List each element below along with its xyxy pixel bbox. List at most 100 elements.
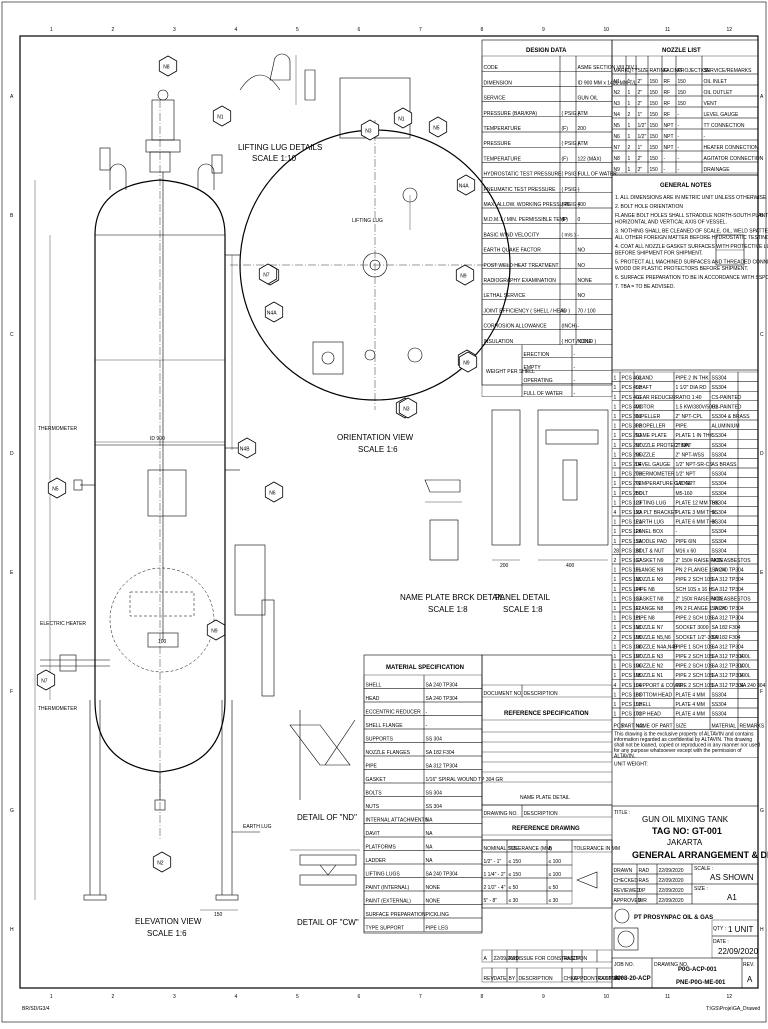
qty-value: 1 UNIT	[728, 925, 753, 934]
revision-cell: RAS	[564, 956, 575, 962]
parts-list-cell: SS304	[712, 433, 727, 439]
nozzle-tag-label: N5	[433, 126, 440, 132]
parts-list-cell: PIPE N8	[636, 616, 655, 622]
parts-list-cell: SADDLE PAD	[636, 539, 668, 545]
company-logo	[614, 908, 630, 924]
weld-table-header: NOMINAL SIZE	[484, 846, 520, 852]
nozzle-list-cell: 2"	[638, 79, 643, 85]
detail-nd-title: DETAIL OF "ND"	[297, 813, 357, 822]
ref-spec-col: DOCUMENT NO.	[484, 691, 523, 697]
nozzle-list-cell: VENT	[704, 101, 717, 107]
parts-list-cell: SS304	[712, 491, 727, 497]
parts-list-cell: -	[676, 529, 678, 535]
parts-list-cell: SS304	[712, 712, 727, 718]
parts-list-cell: SA 240 TP304	[712, 606, 744, 612]
parts-list-cell: 2" 150# RAISE FACE	[676, 596, 725, 602]
nozzle-list-cell: 150	[678, 79, 687, 85]
parts-list-cell: PCS 302	[622, 424, 642, 430]
row-label-right: A	[760, 94, 764, 100]
material-spec-value: PICKLING	[426, 912, 449, 918]
parts-list-cell: TOP HEAD	[636, 712, 662, 718]
approval-date: 22/09/2020	[659, 888, 684, 894]
general-note: FLANGE BOLT HOLES SHALL STRADDLE NORTH-S…	[615, 213, 768, 219]
weld-table-cell: ≤ 100	[549, 859, 562, 865]
design-data-label: DIMENSION	[484, 80, 513, 86]
name-plate-title: NAME PLATE BRCK DETAIL	[400, 593, 505, 602]
nozzle-list-cell: HEATER CONNECTION	[704, 145, 759, 151]
parts-list-cell: SCH 10S x 16 H	[676, 587, 713, 593]
design-data-unit: (F)	[562, 156, 569, 162]
general-note: HORIZONTAL AND VERTICAL AXIS OF VESSEL.	[615, 220, 727, 226]
drawing-no-1: P0G-ACP-001	[678, 967, 717, 973]
parts-list-cell: PCS 201	[622, 433, 642, 439]
parts-list-cell: PCS 113	[622, 596, 642, 602]
nozzle-tag-label: N4A	[459, 184, 469, 190]
nozzle-list-cell: N4	[614, 112, 621, 118]
material-spec-label: LADDER	[366, 858, 387, 864]
parts-list-cell: PCS 101	[622, 712, 642, 718]
parts-list-header: MATERIAL	[712, 724, 737, 730]
design-data-label: CORROSION ALLOWANCE	[484, 324, 548, 330]
orientation-view: LIFTING LUG ORIENTATION VIEW SCALE 1:6	[230, 77, 520, 454]
nozzle-list-header: SERVICE/REMARKS	[704, 68, 753, 74]
approval-role: CHECKED	[614, 878, 639, 884]
nozzle-tag-label: N2	[157, 861, 164, 867]
parts-list-cell: BOLT & NUT	[636, 548, 665, 554]
parts-list-cell: PCS 207	[622, 443, 642, 449]
nozzle-tag-label: N3	[365, 129, 372, 135]
bottom-head	[94, 699, 226, 773]
nozzle-list-cell: 150	[650, 123, 659, 129]
nozzle-list-header: MARK	[614, 68, 629, 74]
parts-list-cell: PCS 116	[622, 568, 642, 574]
parts-list-cell: SS304	[712, 452, 727, 458]
parts-list-cell: SS304	[712, 376, 727, 382]
weld-table-cell: ≤ 30	[509, 898, 519, 904]
parts-list-cell: SA 312 TP304	[712, 616, 744, 622]
row-label-left: H	[10, 927, 14, 933]
parts-list-cell: SS304	[712, 481, 727, 487]
revision-cell: ISSUE FOR CONSTRUCTION	[519, 956, 588, 962]
disclaimer: information regarded as confidential by …	[614, 737, 752, 743]
nozzle-tag-label: N9	[463, 361, 470, 367]
design-data-label: JOINT EFFICIENCY ( SHELL / HEAD )	[484, 308, 571, 314]
parts-list-cell: SA 312 TP304	[712, 654, 744, 660]
ref-drawing-title: REFERENCE DRAWING	[512, 826, 580, 832]
general-note: 7. TBA = TO BE ADVISED.	[615, 284, 675, 290]
row-label-left: G	[10, 808, 14, 814]
nozzle-tag	[36, 669, 56, 691]
parts-list-cell: PCS 121	[622, 520, 642, 526]
material-spec-label: SUPPORTS	[366, 737, 394, 743]
design-data-unit: ( PSIG )	[562, 202, 580, 208]
nozzle-tag-label: N1	[398, 117, 405, 123]
ref-drawing-item: NAME PLATE DETAIL	[520, 795, 570, 801]
col-label-bottom: 11	[665, 994, 670, 1000]
nozzle-list-cell: RF	[664, 101, 671, 107]
parts-list-cell: PN 2 FLANGE 1 INCH	[676, 606, 727, 612]
parts-list-cell: EARTH LUG	[636, 520, 665, 526]
parts-list-cell: 1	[614, 702, 617, 708]
approval-by: RAD	[639, 868, 650, 874]
design-data-label: PNEUMATIC TEST PRESSURE	[484, 187, 557, 193]
nozzle-list-cell: 1	[628, 101, 631, 107]
design-data-unit: ( m/s )	[562, 232, 576, 238]
nozzle-tag	[237, 437, 257, 459]
general-note: 3. NOTHING SHALL BE CLEANED OF SCALE, OI…	[615, 229, 768, 235]
design-data-value: -	[578, 232, 580, 238]
footer-right: T:\GS\Proje\GA_Drawed	[706, 1006, 760, 1012]
nozzle-tag	[455, 264, 475, 286]
nozzle-list-cell: 1"	[638, 112, 643, 118]
weight-row-value: -	[574, 378, 576, 384]
parts-list-cell: PCS 403	[622, 376, 642, 382]
revision-cell: A	[484, 956, 488, 962]
design-data-label: RADIOGRAPHY EXAMINATION	[484, 278, 557, 284]
general-notes-title: GENERAL NOTES	[660, 183, 712, 189]
parts-list-cell: 1	[614, 616, 617, 622]
parts-list-cell: SA 240 304	[740, 683, 766, 689]
detail-cw-title: DETAIL OF "CW"	[297, 918, 359, 927]
general-note: WOOD OR PLASTIC PROTECTORS BEFORE SHIPME…	[615, 266, 748, 272]
nozzle-list-cell: -	[678, 167, 680, 173]
parts-list-cell: PLATE 4 MM	[676, 702, 705, 708]
design-data-label: TEMPERATURE	[484, 156, 522, 162]
id-dimension: ID 900	[150, 436, 165, 442]
